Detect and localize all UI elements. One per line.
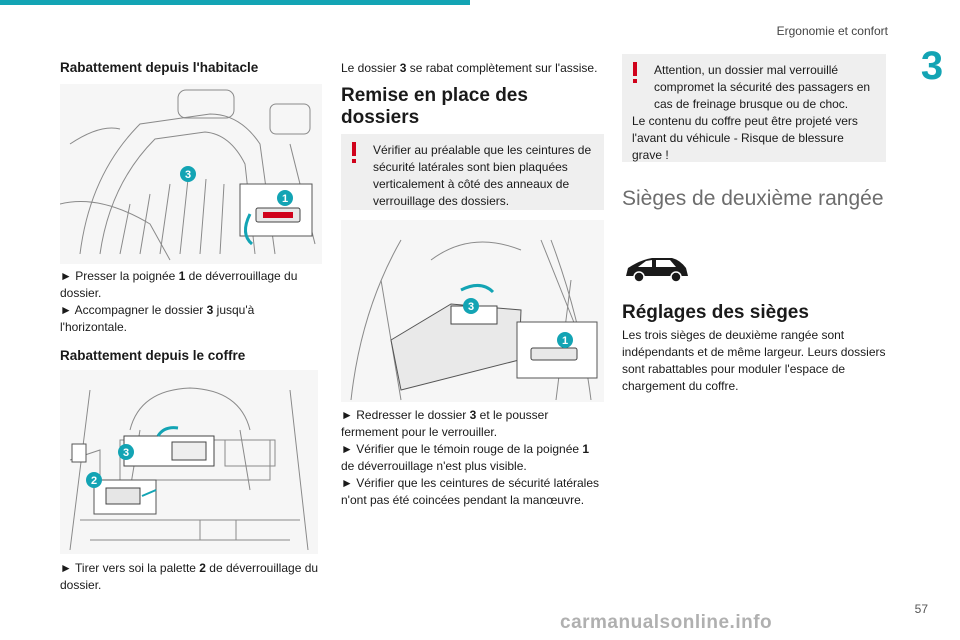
chapter-number: 3 <box>920 44 944 88</box>
fig3-callout-3: 3 <box>468 301 474 313</box>
warning-text-seatbelts: Vérifier au préalable que les ceintures … <box>373 143 592 208</box>
watermark: carmanualsonline.info <box>560 612 773 633</box>
heading-sieges-deuxieme-rangee: Sièges de deuxième rangée <box>622 187 884 210</box>
figure-rear-seat-folding-boot: 3 2 <box>60 370 318 554</box>
figure-backrest-return: 3 1 <box>341 220 604 402</box>
col2-steps: ► Redresser le dossier 3 et le pousser f… <box>341 407 604 509</box>
step-accompany-backrest: ► Accompagner le dossier 3 jusqu'à l'hor… <box>60 303 255 334</box>
warning-exclamation-icon <box>633 62 637 83</box>
heading-rabattement-habitacle: Rabattement depuis l'habitacle <box>60 60 259 75</box>
fig1-callout-1: 1 <box>282 193 288 205</box>
vehicle-silhouette-icon <box>622 252 692 286</box>
col1-steps-2: ► Tirer vers soi la palette 2 de déverro… <box>60 560 322 594</box>
warning-text-projection: Le contenu du coffre peut être projeté v… <box>632 114 858 162</box>
step-check-seatbelts: ► Vérifier que les ceintures de sécurité… <box>341 476 600 507</box>
body-reglages-sieges: Les trois sièges de deuxième rangée sont… <box>622 328 886 393</box>
figure-rear-seat-folding-cabin: 3 1 <box>60 84 322 264</box>
heading-reglages-sieges: Réglages des sièges <box>622 302 809 323</box>
heading-rabattement-coffre: Rabattement depuis le coffre <box>60 348 246 363</box>
col1-steps-1: ► Presser la poignée 1 de déverrouillage… <box>60 268 322 336</box>
warning-box-locking: Attention, un dossier mal verrouillé com… <box>622 54 886 162</box>
warning-exclamation-icon <box>352 142 356 163</box>
col2-intro: Le dossier 3 se rabat complètement sur l… <box>341 61 598 75</box>
step-check-red-indicator: ► Vérifier que le témoin rouge de la poi… <box>341 442 590 473</box>
section-header-title: Ergonomie et confort <box>776 24 888 38</box>
fig1-callout-3: 3 <box>185 169 191 181</box>
step-pull-pallet: ► Tirer vers soi la palette 2 de déverro… <box>60 561 319 592</box>
step-straighten-backrest: ► Redresser le dossier 3 et le pousser f… <box>341 408 549 439</box>
warning-text-locking: Attention, un dossier mal verrouillé com… <box>654 63 871 111</box>
top-accent-bar <box>0 0 470 5</box>
step-press-handle: ► Presser la poignée 1 de déverrouillage… <box>60 269 298 300</box>
fig2-callout-3: 3 <box>123 447 129 459</box>
fig2-callout-2: 2 <box>91 475 97 487</box>
warning-box-seatbelts: Vérifier au préalable que les ceintures … <box>341 134 604 210</box>
fig3-callout-1: 1 <box>562 335 568 347</box>
heading-remise-en-place: Remise en place des dossiers <box>341 85 528 128</box>
page-number: 57 <box>914 602 928 616</box>
